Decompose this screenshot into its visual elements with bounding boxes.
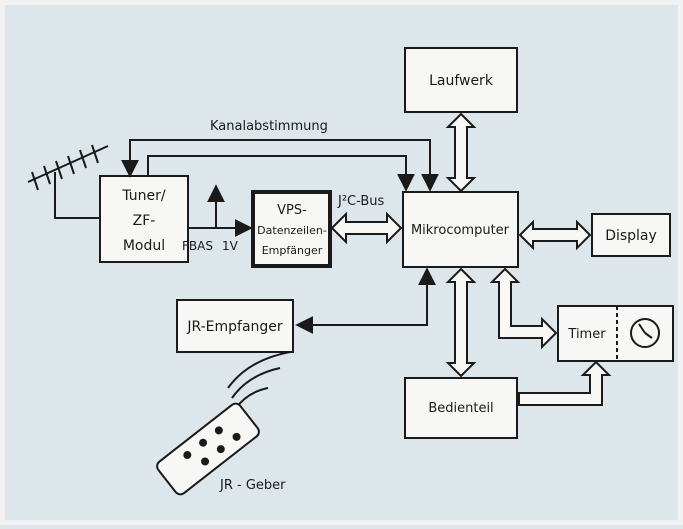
antenna-icon	[27, 144, 109, 219]
block-mikrocomputer: Mikrocomputer	[402, 191, 519, 268]
block-laufwerk: Laufwerk	[404, 47, 518, 113]
fbas-label: FBAS	[182, 239, 213, 253]
jr-empfaenger-label: JR-Empfanger	[186, 319, 283, 335]
jr-geber-label: JR - Geber	[219, 478, 286, 493]
vps-label-line3: Empfänger	[262, 244, 323, 257]
mikrocomputer-label: Mikrocomputer	[411, 223, 510, 238]
clock-icon	[630, 318, 660, 348]
block-jr-empfaenger: JR-Empfanger	[176, 299, 294, 353]
fbas-level-label: 1V	[222, 239, 239, 253]
block-tuner: Tuner/ ZF- Modul	[99, 175, 189, 263]
bedienteil-timer-bus	[518, 360, 612, 406]
remote-control-icon	[156, 402, 260, 496]
kanalabstimmung-label: Kanalabstimmung	[210, 119, 328, 134]
tuner-label-line3: Modul	[123, 238, 165, 254]
bedienteil-bus-arrow	[445, 267, 477, 378]
block-display: Display	[591, 213, 671, 257]
vps-label-line1: VPS-	[277, 203, 307, 218]
laufwerk-label: Laufwerk	[429, 73, 494, 89]
display-bus-arrow	[518, 219, 592, 251]
kanalabstimmung-line	[121, 139, 439, 192]
i2c-bus-arrow	[330, 211, 403, 245]
tuner-label-line2: ZF-	[133, 213, 156, 229]
block-timer: Timer	[557, 305, 674, 362]
infrared-waves-icon	[227, 351, 291, 409]
jr-empfaenger-bus	[295, 267, 436, 334]
i2c-bus-label: J²C-Bus	[337, 194, 385, 209]
fbas-line	[188, 184, 253, 237]
tuner-label-line1: Tuner/	[121, 188, 166, 204]
bedienteil-label: Bedienteil	[428, 401, 493, 416]
timer-bus	[489, 267, 558, 350]
vps-label-line2: Datenzeilen-	[257, 224, 327, 237]
timer-label: Timer	[567, 327, 606, 342]
block-vps-empfaenger: VPS- Datenzeilen- Empfänger	[251, 190, 332, 268]
display-label: Display	[605, 228, 657, 244]
block-bedienteil: Bedienteil	[404, 377, 518, 439]
tuner-control-line	[147, 155, 415, 192]
laufwerk-bus-arrow	[445, 112, 477, 193]
